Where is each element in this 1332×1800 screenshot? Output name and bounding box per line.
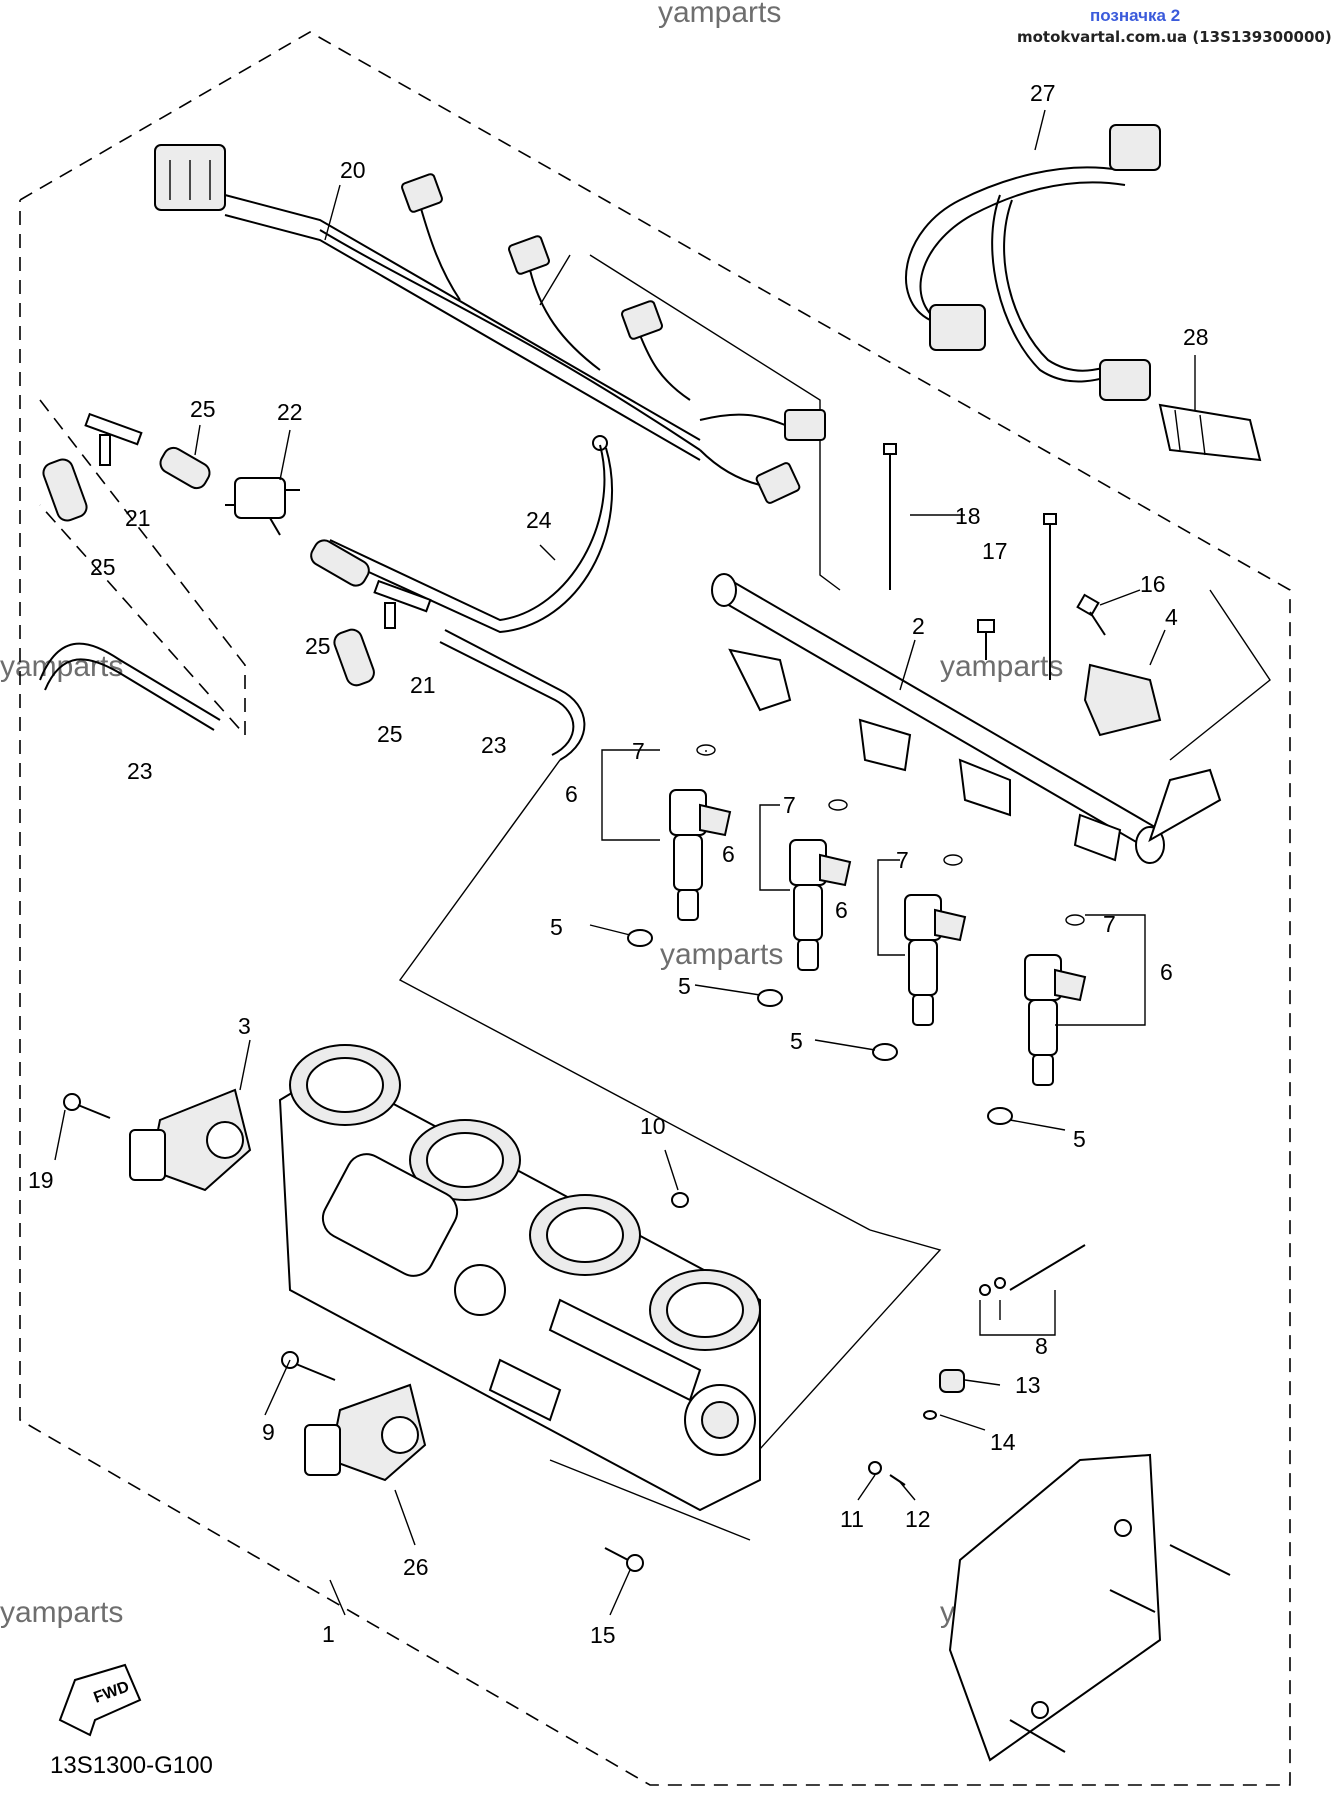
callout-2: 2 bbox=[912, 613, 925, 639]
badge-label: позначка 2 bbox=[1090, 6, 1181, 25]
callout-11: 11 bbox=[840, 1506, 864, 1532]
callout-1: 1 bbox=[322, 1621, 335, 1647]
sensor-3 bbox=[129, 1088, 252, 1192]
callout-leaders bbox=[54, 109, 1196, 1616]
callout-23a: 23 bbox=[127, 758, 153, 784]
vacuum-fittings bbox=[42, 412, 432, 687]
callout-21b: 21 bbox=[410, 672, 436, 698]
callout-3: 3 bbox=[238, 1013, 251, 1039]
callout-14: 14 bbox=[990, 1429, 1016, 1455]
injectors bbox=[627, 744, 1087, 1125]
callout-24: 24 bbox=[526, 507, 552, 533]
callout-15: 15 bbox=[590, 1622, 616, 1648]
callout-18: 18 bbox=[955, 503, 981, 529]
callout-7c: 7 bbox=[896, 847, 909, 873]
callout-6c: 6 bbox=[835, 897, 848, 923]
diagram-code: 13S1300-G100 bbox=[50, 1752, 213, 1779]
watermark-top: yamparts bbox=[658, 0, 782, 29]
callout-25b: 25 bbox=[90, 554, 116, 580]
callout-5d: 5 bbox=[1073, 1126, 1086, 1152]
callout-25d: 25 bbox=[377, 721, 403, 747]
throttle-body bbox=[278, 1044, 761, 1512]
fuel-rail bbox=[711, 573, 1222, 864]
screws bbox=[63, 1093, 644, 1572]
callout-26: 26 bbox=[403, 1554, 429, 1580]
watermark-right: yamparts bbox=[940, 650, 1064, 683]
callout-23b: 23 bbox=[481, 732, 507, 758]
callout-12: 12 bbox=[905, 1506, 931, 1532]
callout-17: 17 bbox=[982, 538, 1008, 564]
callout-5b: 5 bbox=[678, 973, 691, 999]
source-label: motokvartal.com.ua (13S139300000) bbox=[1017, 28, 1332, 46]
callout-6d: 6 bbox=[1160, 959, 1173, 985]
callout-25a: 25 bbox=[190, 396, 216, 422]
callout-7a: 7 bbox=[632, 738, 645, 764]
sensor-26 bbox=[304, 1383, 427, 1482]
wire-harness bbox=[154, 144, 826, 504]
callout-25c: 25 bbox=[305, 633, 331, 659]
cover-plate bbox=[948, 1453, 1231, 1762]
callout-19: 19 bbox=[28, 1167, 54, 1193]
callout-8: 8 bbox=[1035, 1333, 1048, 1359]
watermark-center: yamparts bbox=[660, 938, 784, 971]
watermark-bottom-left: yamparts bbox=[0, 1596, 124, 1629]
callout-7b: 7 bbox=[783, 792, 796, 818]
callout-21a: 21 bbox=[125, 505, 151, 531]
callout-27: 27 bbox=[1030, 80, 1056, 106]
callout-16: 16 bbox=[1140, 571, 1166, 597]
callout-20: 20 bbox=[340, 157, 366, 183]
callout-7d: 7 bbox=[1103, 911, 1116, 937]
callout-9: 9 bbox=[262, 1419, 275, 1445]
callout-22: 22 bbox=[277, 399, 303, 425]
callout-4: 4 bbox=[1165, 604, 1178, 630]
callout-13: 13 bbox=[1015, 1372, 1041, 1398]
callout-6a: 6 bbox=[565, 781, 578, 807]
callout-5c: 5 bbox=[790, 1028, 803, 1054]
callout-10: 10 bbox=[640, 1113, 666, 1139]
callout-28: 28 bbox=[1183, 324, 1209, 350]
callout-6b: 6 bbox=[722, 841, 735, 867]
fwd-arrow-icon: FWD bbox=[58, 1663, 142, 1737]
callout-5a: 5 bbox=[550, 914, 563, 940]
